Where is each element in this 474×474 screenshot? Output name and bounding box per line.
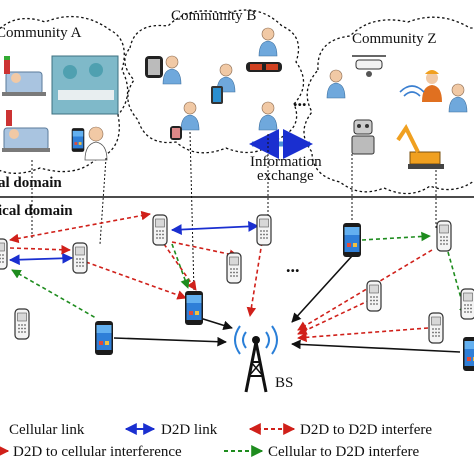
person-icon — [326, 69, 346, 99]
legend-d2d-to-cellular: D2D to cellular interference — [13, 444, 182, 460]
drone-icon — [352, 55, 386, 77]
phone-icon — [366, 280, 382, 312]
phone-icon — [428, 312, 444, 344]
person-icon — [162, 55, 182, 85]
excavator-icon — [396, 124, 444, 169]
person-icon — [258, 27, 278, 57]
smartphone-icon — [185, 291, 203, 325]
worker-icon — [422, 70, 442, 102]
doctor-icon — [84, 126, 108, 161]
smartwatch-icon — [145, 56, 163, 78]
phone-icon — [460, 288, 474, 320]
d2d-to-d2d-interference — [9, 210, 433, 343]
phone-icon — [226, 252, 242, 284]
wifi-icon — [399, 85, 425, 97]
exchange-label-line2: exchange — [257, 168, 314, 184]
phone-icon — [152, 214, 168, 246]
smartphone-icon — [95, 321, 113, 355]
legend: Cellular link D2D link D2D to D2D interf… — [0, 422, 432, 460]
cell-tower-icon — [234, 325, 278, 393]
legend-d2d-link: D2D link — [161, 422, 218, 438]
community-b-label: Community B — [171, 8, 256, 24]
phone-icon — [72, 242, 88, 274]
physical-domain-label: ical domain — [0, 203, 73, 219]
smartphone-icon — [463, 337, 474, 371]
phone-icon — [0, 238, 8, 270]
legend-d2d-to-d2d: D2D to D2D interfere — [300, 422, 432, 438]
devices-ellipsis: ... — [286, 256, 300, 276]
robot-icon — [351, 119, 375, 155]
community-z-label: Community Z — [352, 31, 437, 47]
social-domain-label: al domain — [0, 175, 62, 191]
vr-glasses-icon — [246, 62, 282, 72]
legend-cellular-to-d2d: Cellular to D2D interfere — [268, 444, 420, 460]
phone-icon — [256, 214, 272, 246]
community-b-cloud — [124, 9, 305, 154]
person-icon — [258, 101, 278, 131]
person-icon — [180, 101, 200, 131]
bs-label: BS — [275, 375, 293, 391]
person-icon — [448, 83, 468, 113]
surgery-icon — [51, 55, 119, 115]
d2d-to-cellular-interference — [11, 231, 469, 319]
phone-icon — [14, 308, 30, 340]
legend-cellular-link: Cellular link — [9, 422, 85, 438]
smartphone-icon — [343, 223, 361, 257]
communities-ellipsis: ... — [293, 90, 307, 110]
tablet-icon — [211, 86, 223, 104]
phone-icon — [436, 220, 452, 252]
hospital-bed-icon — [2, 110, 50, 152]
cellular-links — [113, 255, 461, 353]
smartwatch-icon — [170, 126, 182, 140]
hospital-patient-icon — [2, 56, 46, 96]
d2d-links — [8, 221, 260, 266]
community-a-label: Community A — [0, 25, 82, 41]
smartphone-icon — [71, 128, 85, 152]
